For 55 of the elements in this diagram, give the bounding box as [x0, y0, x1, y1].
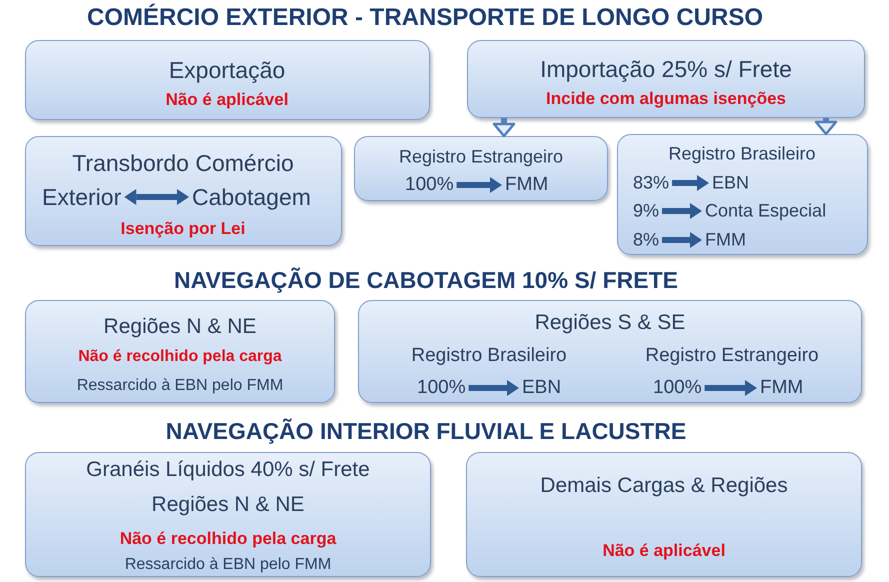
percentage-text: 100%: [653, 377, 702, 399]
fund-text: FMM: [705, 230, 746, 250]
category-box: [25, 40, 430, 120]
registry-box: [617, 134, 868, 255]
section-heading: NAVEGAÇÃO INTERIOR FLUVIAL E LACUSTRE: [166, 418, 686, 444]
fund-text: EBN: [712, 172, 750, 194]
arrow: [456, 177, 502, 193]
fund-text: FMM: [505, 174, 548, 196]
arrow: [492, 118, 516, 138]
category-box: [358, 300, 862, 403]
column-heading: Registro Estrangeiro: [645, 345, 819, 367]
arrow: [662, 203, 702, 219]
arrow: [814, 118, 838, 136]
status-note: Não é recolhido pela carga: [78, 348, 282, 366]
note-text: Ressarcido à EBN pelo FMM: [124, 556, 332, 574]
category-box: [25, 136, 342, 246]
box-heading: Registro Brasileiro: [668, 144, 816, 164]
box-heading: Registro Estrangeiro: [398, 146, 564, 168]
fund-text: Conta Especial: [705, 200, 826, 222]
fund-text: EBN: [522, 377, 562, 399]
box-heading: Exportação: [168, 56, 286, 84]
percentage-text: 100%: [405, 174, 454, 196]
column-heading: Registro Brasileiro: [411, 345, 567, 367]
status-note: Não é aplicável: [166, 90, 288, 110]
category-box: [25, 452, 431, 577]
arrow: [662, 232, 702, 248]
status-note: Incide com algumas isenções: [546, 89, 786, 109]
percentage-text: 100%: [417, 377, 466, 399]
category-box: [466, 452, 862, 577]
trade-text: Cabotagem: [192, 184, 311, 210]
box-heading: Demais Cargas & Regiões: [540, 474, 788, 498]
arrow: [672, 175, 709, 191]
fund-text: FMM: [760, 377, 804, 399]
status-note: Não é recolhido pela carga: [120, 529, 336, 549]
box-heading: Regiões S & SE: [534, 310, 686, 336]
status-note: Isenção por Lei: [120, 219, 246, 239]
percentage-text: 8%: [633, 230, 660, 250]
percentage-text: 9%: [633, 200, 660, 222]
note-text: Ressarcido à EBN pelo FMM: [76, 376, 284, 396]
registry-box: [354, 136, 608, 201]
trade-text: Exterior: [42, 184, 122, 210]
status-note: Não é aplicável: [602, 541, 726, 561]
box-heading: Transbordo Comércio: [72, 150, 294, 176]
category-box: [467, 40, 865, 118]
title: COMÉRCIO EXTERIOR - TRANSPORTE DE LONGO CURSO: [86, 4, 764, 32]
box-subheading: Regiões N & NE: [152, 492, 304, 518]
box-heading: Regiões N & NE: [104, 314, 256, 340]
double-arrow: [124, 189, 189, 205]
arrow: [704, 380, 757, 396]
box-heading: Granéis Líquidos 40% s/ Frete: [86, 458, 370, 482]
category-box: [25, 300, 335, 403]
section-heading: NAVEGAÇÃO DE CABOTAGEM 10% S/ FRETE: [174, 266, 678, 294]
arrow: [468, 380, 519, 396]
percentage-text: 83%: [633, 172, 670, 194]
box-heading: Importação 25% s/ Frete: [540, 56, 792, 82]
